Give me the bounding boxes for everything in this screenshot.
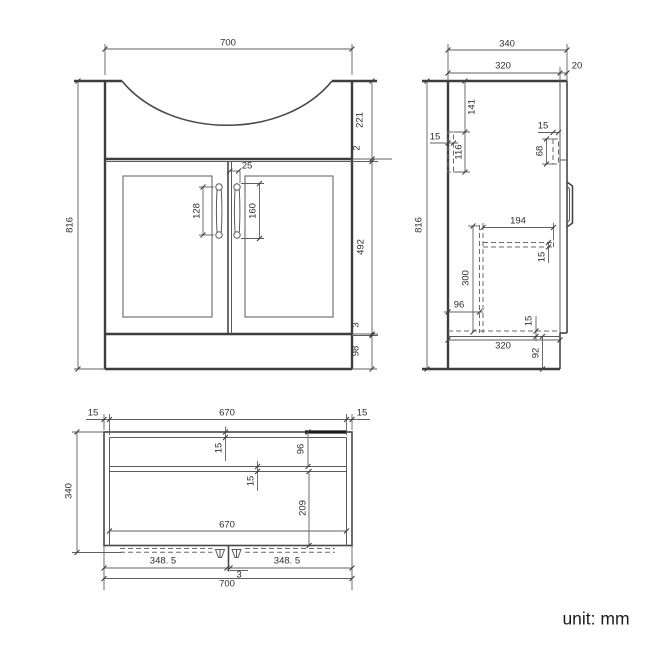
dim-plan-wall-right: 15: [356, 407, 368, 419]
dim-front-handle-holes: 128: [191, 203, 203, 219]
dim-front-door-height: 492: [355, 239, 367, 255]
front-view: [74, 44, 392, 372]
plan-view: [72, 414, 370, 590]
dim-plan-rail-offset: 96: [295, 443, 307, 455]
dim-side-bracket-offset: 141: [466, 99, 478, 115]
unit-label: unit: mm: [562, 608, 630, 629]
dim-side-depth-total: 340: [499, 38, 515, 50]
dim-side-door-thickness: 20: [571, 60, 583, 72]
dim-side-hinge-height: 68: [534, 145, 546, 157]
dim-front-handle-offset: 25: [241, 160, 253, 172]
dim-side-depth-body: 320: [495, 60, 511, 72]
dim-plan-total-width: 700: [219, 578, 235, 590]
dim-front-basin-height: 221: [354, 112, 366, 128]
dim-plan-depth: 340: [63, 483, 75, 499]
dim-front-plinth-height: 98: [350, 345, 362, 357]
dim-plan-front-depth: 209: [297, 500, 309, 516]
dim-front-top-gap: 2: [351, 145, 363, 151]
dim-side-bottom-thick: 15: [523, 315, 535, 327]
dim-plan-door-left: 348. 5: [149, 555, 177, 567]
dim-plan-door-gap: 3: [236, 569, 242, 581]
dim-side-shelf-depth: 194: [510, 215, 526, 227]
dim-side-shelf-thick: 15: [536, 251, 548, 263]
dim-plan-rail-thick: 15: [245, 475, 257, 487]
door-front-strip: [120, 548, 335, 553]
dim-front-height: 816: [64, 217, 76, 233]
dim-side-support-height: 300: [460, 270, 472, 286]
dim-front-handle-length: 160: [247, 203, 259, 219]
dim-side-bracket-thick: 15: [429, 131, 441, 143]
dim-plan-back-thick: 15: [213, 442, 225, 454]
side-view: [422, 44, 574, 372]
door-handles-plan: [214, 549, 242, 558]
door-handle-side: [566, 181, 574, 228]
dim-plan-wall-left: 15: [87, 407, 99, 419]
dim-front-width: 700: [220, 37, 236, 49]
dim-side-support-offset: 96: [453, 299, 465, 311]
dim-side-hinge-width: 15: [537, 120, 549, 132]
dim-plan-inner-width: 670: [219, 407, 235, 419]
dim-side-plinth-height: 92: [530, 347, 542, 359]
dim-plan-door-right: 348. 5: [273, 555, 301, 567]
dim-front-bottom-gap: 3: [350, 322, 362, 328]
dim-side-bracket-height: 116: [453, 144, 465, 160]
door-handles-front: [215, 183, 241, 239]
dim-plan-inner-width-2: 670: [219, 519, 235, 531]
dim-side-height: 816: [413, 217, 425, 233]
dim-side-bottom-depth: 320: [495, 340, 511, 352]
